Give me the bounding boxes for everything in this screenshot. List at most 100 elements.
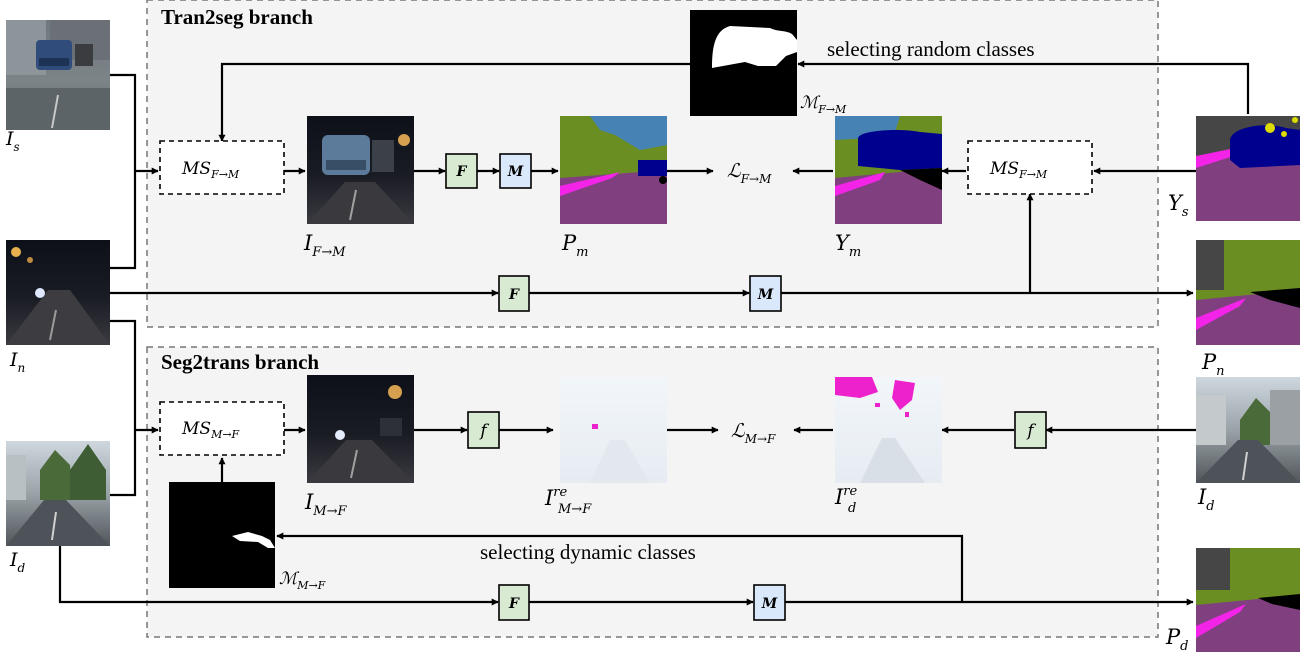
module-F-top: F (445, 153, 478, 189)
label-pd-sub: d (1180, 639, 1188, 654)
label-ys-sub: s (1182, 205, 1189, 220)
label-i-fm-sub: F→M (311, 245, 346, 260)
label-m-fm-sub: F→M (817, 103, 847, 116)
label-l-mf: ℒM→F (731, 420, 776, 446)
label-pn-sub: n (1216, 364, 1224, 379)
label-m-mf-main: ℳ (279, 569, 300, 589)
arrow-to-mask-mf (276, 532, 964, 602)
label-is: Is (5, 128, 20, 154)
svg-text:f: f (1025, 421, 1036, 441)
label-id-re: Ire d (834, 484, 858, 516)
tran2seg-title: Tran2seg branch (161, 5, 313, 29)
label-l-fm-sub: F→M (740, 172, 772, 186)
label-in-main: I (9, 349, 18, 371)
svg-text:M: M (761, 596, 778, 612)
ms-fm-left: MSF→M (159, 140, 285, 195)
label-id-right-main: I (1197, 485, 1207, 509)
label-is-main: I (5, 128, 14, 150)
seg-pd (1196, 548, 1300, 652)
image-is (6, 20, 110, 130)
label-m-fm-main: ℳ (800, 93, 821, 113)
module-f-right: f (1014, 411, 1047, 449)
svg-text:M: M (507, 164, 524, 180)
label-is-sub: s (14, 140, 20, 154)
mask-mf (169, 482, 275, 588)
label-ym: Ym (835, 231, 861, 260)
module-M-bottom: M (753, 584, 786, 621)
ms-fm-left-base: MS (181, 159, 211, 179)
arrow-ys-to-mask (797, 60, 1250, 114)
seg-pn (1196, 240, 1300, 345)
seg2trans-title: Seg2trans branch (161, 350, 319, 374)
label-id-re-sup: re (843, 484, 857, 499)
label-i-mf-main: I (304, 490, 314, 514)
image-id-right (1196, 377, 1300, 483)
label-id-right: Id (1197, 485, 1215, 514)
label-i-mf-sub: M→F (312, 504, 347, 519)
label-l-fm-main: ℒ (727, 160, 742, 182)
arrow-id-to-F-bottom (58, 546, 499, 606)
svg-text:F: F (508, 596, 520, 612)
svg-text:MSM→F: MSM→F (181, 419, 240, 441)
label-id-left: Id (9, 549, 26, 575)
line-is-in-bus (109, 73, 137, 270)
label-ym-main: Y (835, 231, 851, 255)
label-pn: Pn (1201, 350, 1225, 379)
svg-text:M: M (757, 287, 774, 303)
label-pd-main: P (1165, 625, 1181, 649)
label-ys-main: Y (1168, 191, 1184, 215)
label-id-left-main: I (9, 549, 18, 571)
label-pn-main: P (1201, 350, 1217, 374)
label-id-left-sub: d (18, 561, 26, 575)
label-m-mf-sub: M→F (296, 579, 325, 592)
label-id-right-sub: d (1206, 499, 1214, 514)
label-in-sub: n (18, 361, 26, 375)
image-id-re (835, 377, 942, 483)
label-i-fm-main: I (303, 231, 313, 255)
label-id-re-main: I (834, 485, 844, 509)
ms-fm-right-sub: F→M (1018, 168, 1048, 181)
line-in-id-bus (109, 319, 137, 497)
ms-mf-base: MS (181, 419, 211, 439)
image-i-mf (307, 375, 414, 483)
label-i-fm: IF→M (303, 231, 346, 260)
ms-fm-right-base: MS (989, 159, 1019, 179)
caption-dynamic-classes: selecting dynamic classes (480, 540, 696, 564)
svg-text:f: f (478, 421, 489, 441)
module-M-mid: M (749, 275, 782, 312)
module-F-bottom: F (498, 584, 530, 621)
label-l-fm: ℒF→M (727, 160, 772, 186)
image-in (6, 240, 110, 345)
module-M-top: M (499, 153, 532, 189)
label-id-re-sub: d (848, 501, 856, 516)
arrow-mask-to-ms (218, 62, 690, 142)
image-i-fm (307, 116, 414, 224)
label-i-mf: IM→F (304, 490, 348, 519)
label-pd: Pd (1165, 625, 1188, 654)
label-pm: Pm (561, 231, 588, 260)
image-id-left (6, 441, 110, 546)
label-m-mf: ℳM→F (279, 569, 326, 592)
svg-text:F: F (456, 164, 468, 180)
seg-ys (1196, 116, 1300, 221)
seg-pm (560, 116, 667, 224)
label-l-mf-main: ℒ (731, 420, 746, 442)
caption-random-classes: selecting random classes (827, 37, 1035, 61)
ms-mf-sub: M→F (210, 428, 239, 441)
seg-ym (835, 116, 942, 224)
connectors (58, 60, 1250, 606)
label-ym-sub: m (849, 245, 861, 260)
module-f-left: f (467, 411, 500, 449)
label-pm-main: P (561, 231, 577, 255)
label-m-fm: ℳF→M (800, 93, 847, 116)
svg-text:MSF→M: MSF→M (181, 159, 240, 181)
ms-fm-right: MSF→M (967, 140, 1093, 195)
label-in: In (9, 349, 25, 375)
mask-fm (690, 10, 797, 116)
svg-text:MSF→M: MSF→M (989, 159, 1048, 181)
label-i-mf-re-sub: M→F (557, 502, 592, 517)
